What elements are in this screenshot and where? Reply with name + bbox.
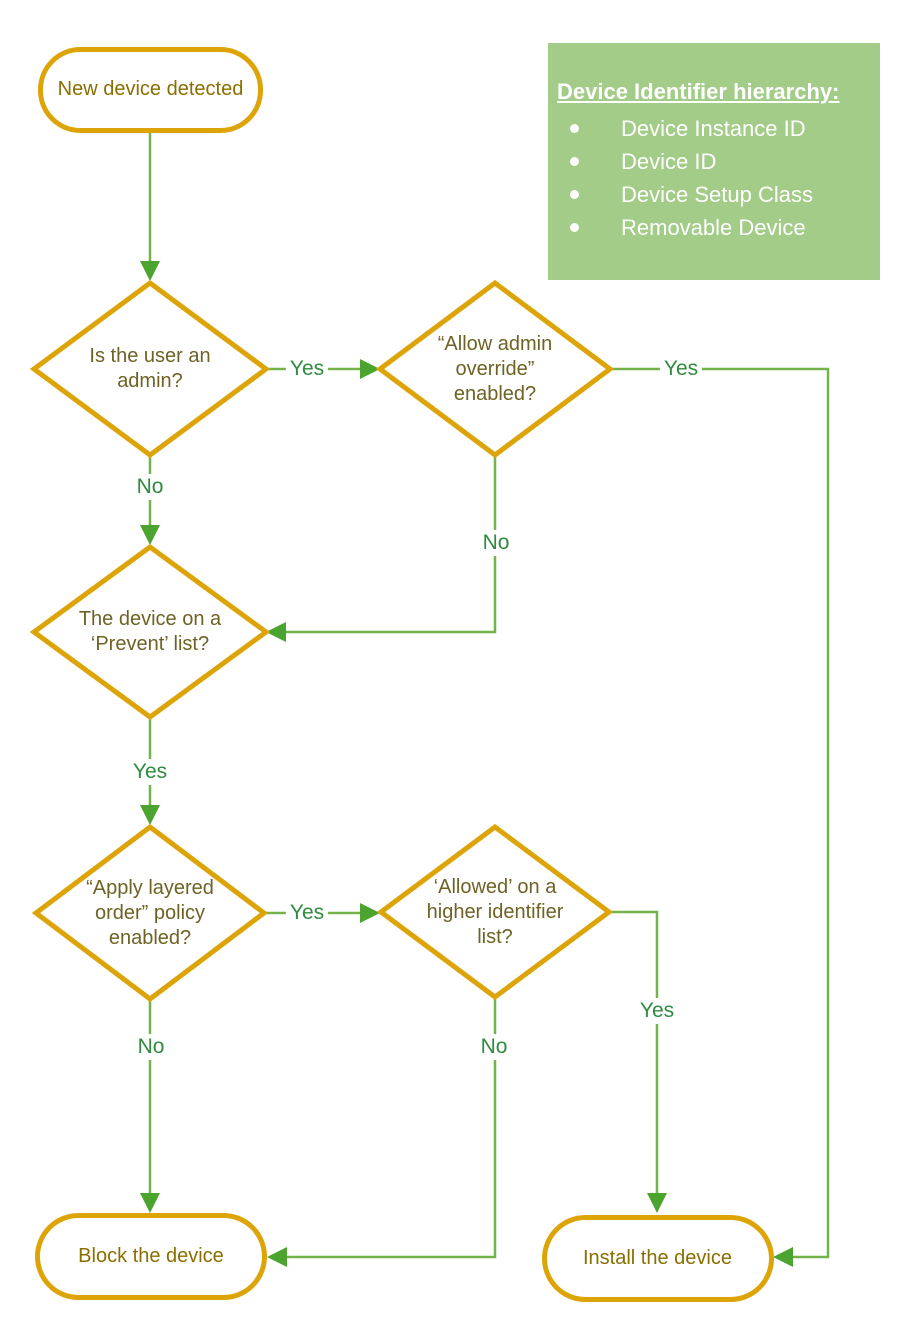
edge-label-yes-prevent: Yes [128,759,172,785]
decision-layered-shape [31,823,269,1003]
install-terminal-shape [542,1215,774,1302]
arrowhead-into-override-left [360,359,380,379]
edge-allowed-no-to-block [271,997,497,1259]
start-terminal-shape [38,47,263,133]
edge-override-yes-to-install [610,367,830,1259]
infobox-item: Device Setup Class [557,178,880,211]
infobox-title: Device Identifier hierarchy: [557,79,840,104]
decision-override-shape [375,279,615,459]
edge-override-no-to-prevent [270,457,497,634]
edge-label-yes-layered: Yes [285,900,329,926]
arrowhead-into-prevent-right [266,622,286,642]
bullet-icon [570,223,579,232]
bullet-icon [570,157,579,166]
edge-label-yes-allowed: Yes [635,998,679,1024]
arrowhead-into-block-right [267,1247,287,1267]
decision-admin-shape [29,279,271,459]
arrowhead-into-layered-top [140,805,160,825]
edge-allowed-yes-to-install [608,910,659,1209]
infobox-item: Removable Device [557,211,880,244]
infobox-item-text: Device Instance ID [621,115,806,141]
arrowhead-into-allowed-left [360,903,380,923]
decision-prevent-shape [29,543,271,721]
infobox-item: Device Instance ID [557,112,880,145]
arrowhead-into-install-right [773,1247,793,1267]
bullet-icon [570,124,579,133]
edge-label-no-admin: No [132,474,168,500]
decision-allowed-shape [376,823,614,1001]
arrowhead-into-install-top [647,1193,667,1213]
infobox-item-text: Removable Device [621,214,806,240]
bullet-icon [570,190,579,199]
infobox-item: Device ID [557,145,880,178]
device-identifier-hierarchy-box: Device Identifier hierarchy: Device Inst… [548,43,880,280]
infobox-item-text: Device Setup Class [621,181,813,207]
infobox-item-text: Device ID [621,148,717,174]
edge-label-yes-admin: Yes [285,356,329,382]
edge-label-yes-override: Yes [659,356,703,382]
block-terminal-shape [35,1213,267,1300]
arrowhead-into-block-top [140,1193,160,1213]
arrowhead-into-prevent-top [140,525,160,545]
arrowhead-into-admin-top [140,261,160,281]
edge-label-no-layered: No [133,1034,169,1060]
edge-label-no-allowed: No [476,1034,512,1060]
edge-label-no-override: No [478,530,514,556]
